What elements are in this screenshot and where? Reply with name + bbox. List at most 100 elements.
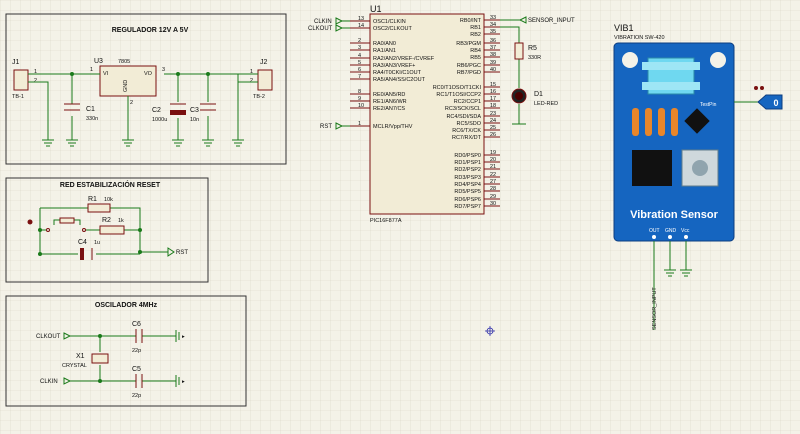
clkout-terminal [63, 332, 72, 340]
mcu-pin-name: RE2/AN7/CS [373, 106, 405, 112]
mcu-pin-name: RB7/PGD [457, 70, 481, 76]
c5-value: 22p [132, 393, 141, 399]
vib-hole [710, 52, 726, 68]
oscillator-frame [5, 295, 247, 407]
junction [98, 334, 102, 338]
mcu-pin-number: 23 [490, 111, 496, 117]
c5-plates [135, 374, 143, 388]
capacitor-c2[interactable]: C2 1000u [152, 103, 186, 123]
mcu-pin-name: RC0/T1OSO/T1CKI [433, 85, 482, 91]
rst-terminal [167, 247, 175, 257]
capacitor-c5[interactable]: C5 22p [132, 366, 143, 399]
vib-resistor [671, 108, 678, 136]
mcu-pin-name: RC6/TX/CK [452, 128, 481, 134]
connector-j1[interactable]: J1 TB-1 1 2 [12, 59, 37, 100]
c2-body [170, 110, 186, 115]
resistor-r2[interactable]: R2 1k [99, 217, 125, 235]
regulator-title: REGULADOR 12V A 5V [112, 27, 189, 34]
vib-resistor [658, 108, 665, 136]
c4-body [80, 248, 84, 260]
mcu-pin-number: 30 [490, 201, 496, 207]
mcu-pin-name: RD1/PSP1 [454, 160, 481, 166]
resistor-r5[interactable]: R5 330R [514, 42, 541, 61]
mcu-pin-name: RC7/RX/DT [452, 135, 482, 141]
logic-probe-value: 0 [773, 98, 778, 108]
mcu-pin-name: RC3/SCK/SCL [445, 106, 481, 112]
mcu-pin-number: 27 [490, 179, 496, 185]
regulator-frame [5, 13, 287, 165]
x1-ref: X1 [76, 353, 85, 360]
r1-ref: R1 [88, 196, 97, 203]
mcu-pin-number: 20 [490, 157, 496, 163]
mcu-body [369, 13, 485, 215]
capacitor-c1[interactable]: C1 330n [64, 103, 98, 122]
vib-resistor [632, 108, 639, 136]
vib-resistor [645, 108, 652, 136]
mcu-right-pins: 33RB0/INT34RB135RB236RB3/PGM37RB438RB539… [433, 15, 500, 210]
c1-plates [64, 103, 80, 111]
mcu-pin-number: 24 [490, 118, 496, 124]
ground-symbol [172, 139, 184, 147]
mcu-clk-wires [342, 20, 350, 29]
c2-value: 1000u [152, 117, 167, 123]
junction [38, 252, 42, 256]
connector-j2[interactable]: J2 TB-2 1 2 [250, 59, 273, 100]
mcu-pin-name: RD0/PSP0 [454, 153, 481, 159]
mcu-pin-name: RB2 [470, 32, 481, 38]
ground-symbol [42, 139, 54, 147]
logic-probe[interactable] [757, 94, 783, 110]
mcu-pin-name: OSC2/CLKOUT [373, 26, 412, 32]
resistor-r1[interactable]: R1 10k [87, 196, 113, 213]
vib-pot-knob [692, 160, 708, 176]
mcu-clkout-label: CLKOUT [308, 26, 333, 32]
vib-pin-gnd: GND [665, 228, 677, 234]
reg-wire-in [28, 73, 258, 140]
mcu-pin-name: RB1 [470, 25, 481, 31]
mcu-pin-number: 25 [490, 125, 496, 131]
regulator-section[interactable]: REGULADOR 12V A 5V J1 TB-1 1 2 J2 TB-2 1… [5, 13, 287, 165]
origin-marker [485, 326, 495, 336]
mcu-pin-name: RE1/AN6/WR [373, 99, 407, 105]
mcu-pin-number: 28 [490, 186, 496, 192]
capacitor-c4[interactable]: C4 1u [78, 239, 100, 260]
c4-value: 1u [94, 240, 100, 246]
crystal-x1[interactable]: X1 CRYSTAL [62, 353, 109, 369]
mcu-pin-number: 35 [490, 29, 496, 35]
vib-switch-cap [642, 62, 700, 70]
oscillator-section[interactable]: OSCILADOR 4MHz CLKOUT CLKIN C6 22p C5 22… [5, 295, 247, 407]
vib-switch-cap [642, 82, 700, 90]
c2-ref: C2 [152, 107, 161, 114]
capacitor-c6[interactable]: C6 22p [132, 321, 143, 354]
ground-symbol [680, 269, 692, 277]
sensor-terminal [518, 16, 527, 24]
capacitor-c3[interactable]: C3 10n [190, 103, 216, 123]
vibration-sensor-vib1[interactable]: VIB1 VIBRATION SW-420 TestPin Vibration … [613, 23, 783, 330]
reset-section[interactable]: RED ESTABILIZACIÓN RESET R1 10k R2 1k C4… [5, 177, 209, 283]
junction [206, 72, 210, 76]
j1-body [13, 69, 29, 91]
r2-ref: R2 [102, 217, 111, 224]
mcu-clkin-terminal [335, 17, 344, 25]
mcu-pin-name: RB5 [470, 55, 481, 61]
vib-ic [684, 108, 710, 134]
mcu-pin-name: RB4 [470, 48, 481, 54]
c6-value: 22p [132, 348, 141, 354]
rst-label: RST [176, 250, 188, 256]
u3-pin2: 2 [130, 100, 133, 106]
u3-pin1: 1 [90, 67, 93, 73]
mcu-pin-number: 7 [358, 74, 361, 80]
r2-body [99, 225, 125, 235]
mcu-pin-number: 37 [490, 45, 496, 51]
c3-value: 10n [190, 117, 199, 123]
ground-symbol [664, 269, 676, 277]
r1-value: 10k [104, 197, 113, 203]
c1-ref: C1 [86, 106, 95, 113]
mcu-pin-number: 34 [490, 22, 496, 28]
led-d1[interactable]: D1 LED-RED [511, 88, 558, 107]
junction [70, 72, 74, 76]
mcu-pin-name: RD6/PSP6 [454, 197, 481, 203]
mcu-pin-number: 9 [358, 96, 361, 102]
pushbutton[interactable] [27, 217, 86, 232]
